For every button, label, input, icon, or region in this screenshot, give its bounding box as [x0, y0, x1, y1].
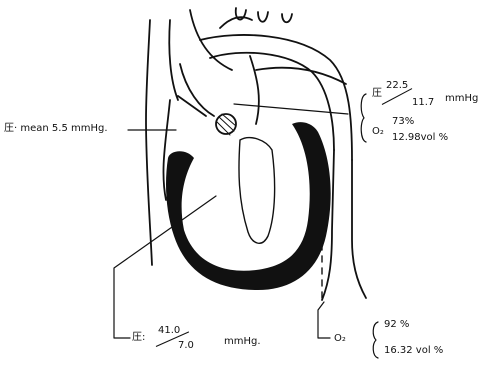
top-right-o2-vol: 12.98vol %: [392, 132, 448, 144]
ventricles-group: [166, 122, 331, 290]
aorta-left-diagonal: [220, 17, 252, 28]
bottom-left-pressure-prefix: 圧:: [132, 332, 145, 344]
top-right-o2-percent: 73%: [392, 116, 414, 128]
top-right-pressure-diastolic: 11.7: [412, 97, 434, 109]
top-right-pressure-systolic: 22.5: [386, 80, 408, 92]
superior-vena-cava-right-wall: [169, 20, 178, 100]
pulmonary-artery-right: [250, 56, 259, 124]
left-pressure-prefix: 圧·: [4, 123, 17, 134]
bottom-right-o2-prefix: O₂: [334, 333, 346, 345]
leader-line-top-right: [234, 104, 348, 114]
bottom-right-o2-percent: 92 %: [384, 319, 409, 331]
left-pressure-value: mean 5.5 mmHg.: [20, 123, 107, 134]
bottom-left-pressure-unit: mmHg.: [224, 336, 261, 348]
top-right-o2-prefix: O₂: [372, 126, 384, 138]
interventricular-septum: [239, 138, 275, 244]
bracket-bottom-right: [373, 322, 378, 358]
bracket-top-right: [361, 94, 366, 142]
bottom-right-o2-vol: 16.32 vol %: [384, 345, 443, 357]
descending-aorta-right-wall: [352, 160, 366, 298]
aortic-arch-branch-1: [190, 10, 232, 70]
left-pressure-label: 圧· mean 5.5 mmHg.: [4, 123, 108, 135]
pulmonary-artery-left: [180, 64, 214, 116]
bottom-left-pressure-systolic: 41.0: [158, 325, 180, 337]
leader-line-bottom-right: [318, 302, 330, 338]
superior-vena-cava-left-wall: [146, 20, 152, 265]
aortic-arch-branch-4: [282, 14, 292, 22]
aortic-arch-outer: [200, 35, 352, 160]
top-right-pressure-prefix: 圧: [372, 88, 382, 100]
pulmonary-artery-branch: [256, 68, 346, 84]
aortic-arch-branch-3: [258, 12, 268, 22]
bottom-left-pressure-diastolic: 7.0: [178, 340, 194, 352]
top-right-pressure-unit: mmHg: [445, 93, 478, 105]
